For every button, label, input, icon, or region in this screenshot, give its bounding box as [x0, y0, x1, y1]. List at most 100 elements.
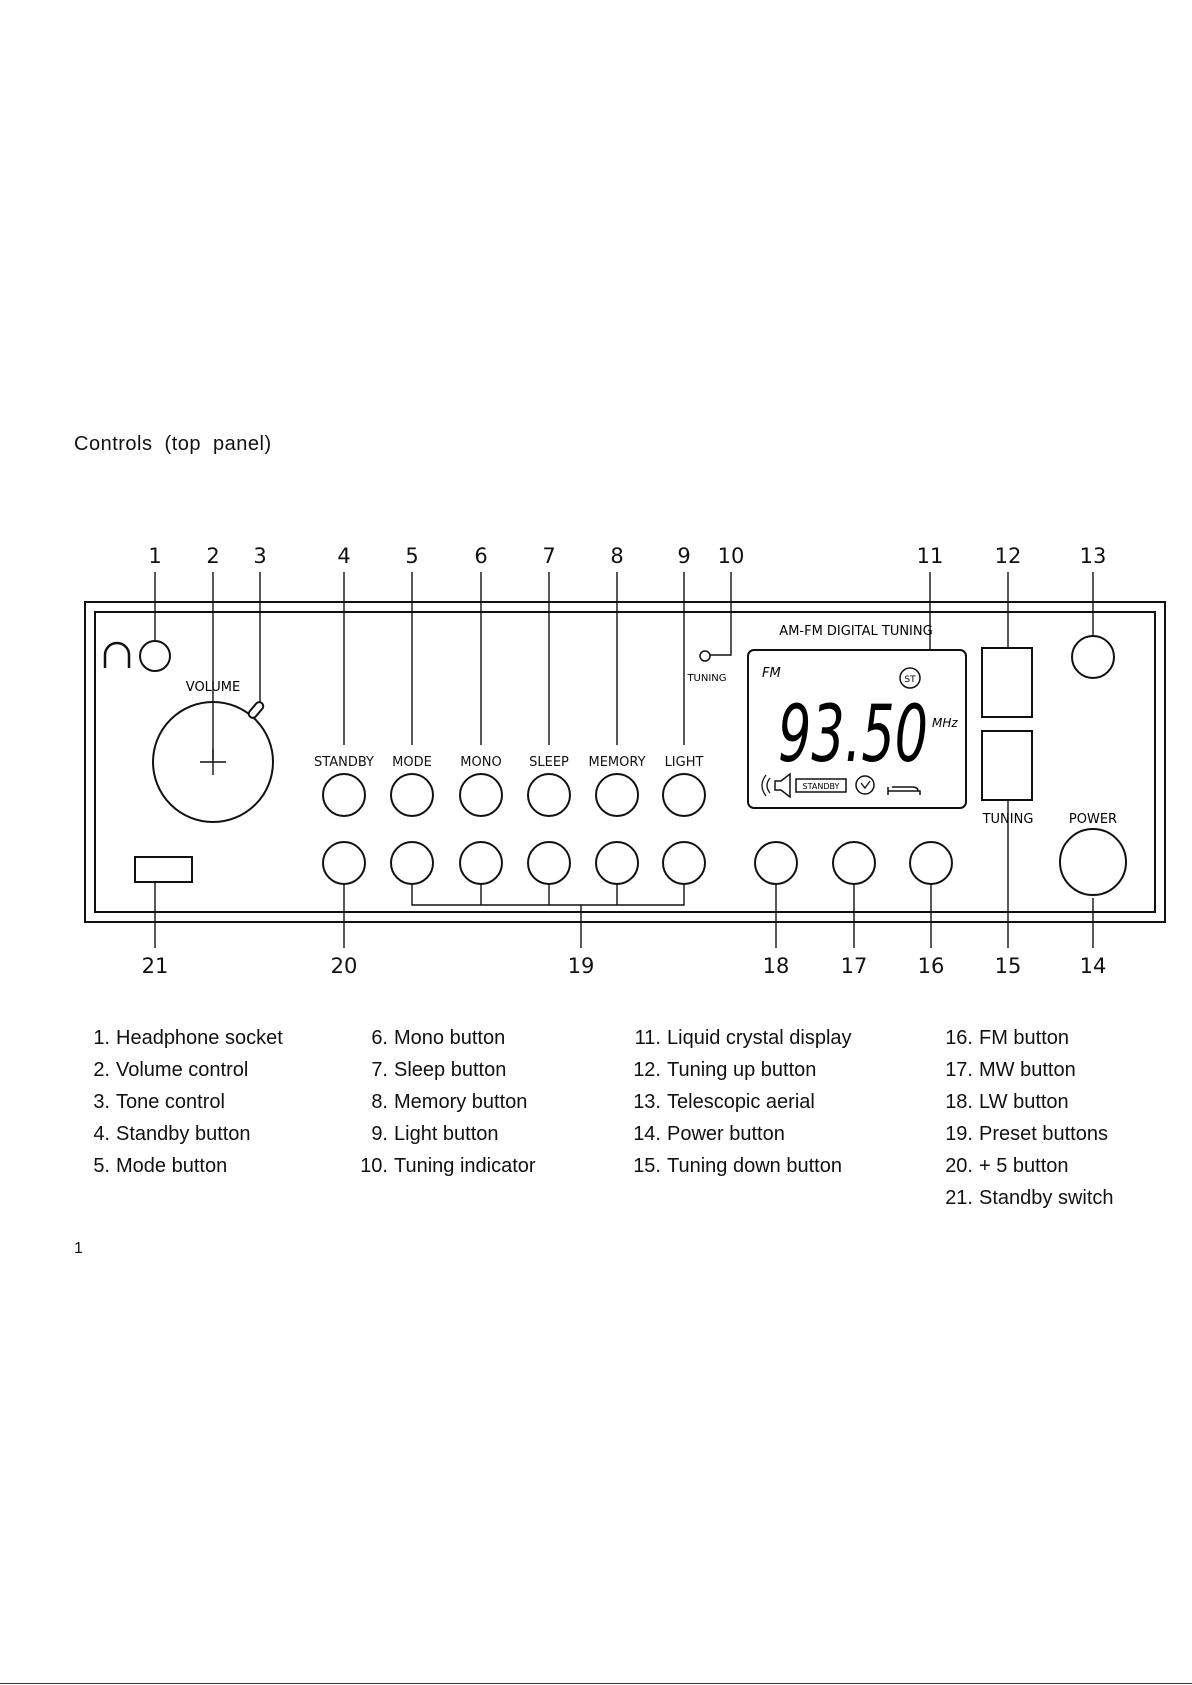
sleep-button[interactable]: [527, 773, 571, 817]
mw-button: [832, 841, 876, 885]
tuning-indicator-label: TUNING: [686, 673, 726, 684]
legend-text: Memory button: [394, 1091, 528, 1113]
light-button[interactable]: [662, 773, 706, 817]
legend-item: 18.LW button: [937, 1086, 1114, 1118]
preset-button-2: [459, 841, 503, 885]
tuning-down-button[interactable]: [981, 730, 1033, 801]
volume-knob[interactable]: [152, 701, 274, 823]
volume-label: VOLUME: [186, 680, 240, 695]
legend-item: 8.Memory button: [352, 1086, 536, 1118]
callout-12: 12: [995, 544, 1022, 568]
legend-number: 1.: [93, 1027, 110, 1049]
legend-text: Power button: [667, 1123, 785, 1145]
legend-item: 11. Liquid crystal display: [625, 1022, 852, 1054]
tuning-indicator-led: [699, 650, 711, 662]
legend-number: 16.: [945, 1027, 973, 1049]
page-heading: Controls (top panel): [74, 433, 272, 455]
legend-number: 5.: [93, 1155, 110, 1177]
legend-text: FM button: [979, 1027, 1070, 1049]
lcd-standby-box: [795, 778, 847, 793]
standby-switch[interactable]: [134, 856, 193, 883]
mode-button[interactable]: [390, 773, 434, 817]
legend-item: 20.+ 5 button: [937, 1150, 1114, 1182]
clock-hands: [860, 780, 871, 790]
preset-button-5: [662, 841, 706, 885]
callout-8: 8: [610, 544, 623, 568]
legend-item: 2. Volume control: [84, 1054, 283, 1086]
callout-4: 4: [337, 544, 350, 568]
lcd-standby-tag: STANDBY: [803, 782, 840, 791]
legend-item: 3.Tone control: [84, 1086, 283, 1118]
sound-wave-icon: [761, 774, 771, 797]
legend-text: Headphone socket: [116, 1027, 283, 1049]
legend-column-1: 1. Headphone socket 2. Volume control 3.Tone…: [84, 1022, 283, 1182]
legend-item: 14.Power button: [625, 1118, 852, 1150]
standby-label: STANDBY: [314, 755, 374, 770]
power-label: POWER: [1069, 812, 1117, 827]
legend-text: Standby switch: [979, 1187, 1114, 1209]
callout-20: 20: [331, 954, 358, 978]
legend-item: 15.Tuning down button: [625, 1150, 852, 1182]
memory-label: MEMORY: [588, 755, 645, 770]
mono-button[interactable]: [459, 773, 503, 817]
mono-label: MONO: [460, 755, 501, 770]
callout-21: 21: [142, 954, 169, 978]
headphone-icon: [103, 641, 131, 668]
legend-item: 19.Preset buttons: [937, 1118, 1114, 1150]
telescopic-aerial[interactable]: [1071, 635, 1115, 679]
tuning-up-button[interactable]: [981, 647, 1033, 718]
callout-17: 17: [841, 954, 868, 978]
legend-number: 11.: [634, 1027, 661, 1049]
callout-18: 18: [763, 954, 790, 978]
callout-14: 14: [1080, 954, 1107, 978]
legend-number: 19.: [945, 1123, 973, 1145]
lcd-stereo: ST: [904, 675, 916, 685]
legend-text: Volume control: [116, 1059, 249, 1081]
preset-button-4: [595, 841, 639, 885]
callout-10: 10: [718, 544, 745, 568]
legend-item: 1. Headphone socket: [84, 1022, 283, 1054]
clock-icon: [855, 775, 875, 795]
legend-number: 17.: [945, 1059, 973, 1081]
legend-text: Standby button: [116, 1123, 251, 1145]
lcd-display: [747, 649, 967, 809]
plus-five-button: [322, 841, 366, 885]
lcd-band: FM: [762, 666, 781, 681]
leader-19-bracket: [411, 884, 685, 906]
callout-2: 2: [206, 544, 219, 568]
callout-5: 5: [405, 544, 418, 568]
callout-19: 19: [568, 954, 595, 978]
legend-text: Mode button: [116, 1155, 228, 1177]
legend-item: 6.Mono button: [352, 1022, 536, 1054]
callout-6: 6: [474, 544, 487, 568]
power-button[interactable]: [1059, 828, 1127, 896]
legend-text: Mono button: [394, 1027, 506, 1049]
panel-outer-frame: [84, 601, 1166, 923]
legend-item: 4.Standby button: [84, 1118, 283, 1150]
legend-item: 10. Tuning indicator: [352, 1150, 536, 1182]
memory-button[interactable]: [595, 773, 639, 817]
tone-control-lever[interactable]: [247, 701, 265, 720]
brand-label: AM-FM DIGITAL TUNING: [779, 624, 932, 639]
legend-item: 17.MW button: [937, 1054, 1114, 1086]
page-number: 1: [74, 1240, 83, 1257]
legend-text: Tuning indicator: [394, 1155, 536, 1177]
legend-number: 12.: [633, 1059, 661, 1081]
legend-text: Sleep button: [394, 1059, 507, 1081]
legend-text: Liquid crystal display: [667, 1027, 852, 1049]
legend-number: 10.: [360, 1155, 388, 1177]
legend-number: 18.: [945, 1091, 973, 1113]
headphone-socket[interactable]: [139, 640, 171, 672]
legend-number: 2.: [93, 1059, 110, 1081]
fm-button: [909, 841, 953, 885]
legend-text: Light button: [394, 1123, 499, 1145]
callout-11: 11: [917, 544, 944, 568]
lcd-unit: MHz: [932, 716, 958, 730]
callout-16: 16: [918, 954, 945, 978]
speaker-icon: [774, 772, 791, 799]
standby-button[interactable]: [322, 773, 366, 817]
